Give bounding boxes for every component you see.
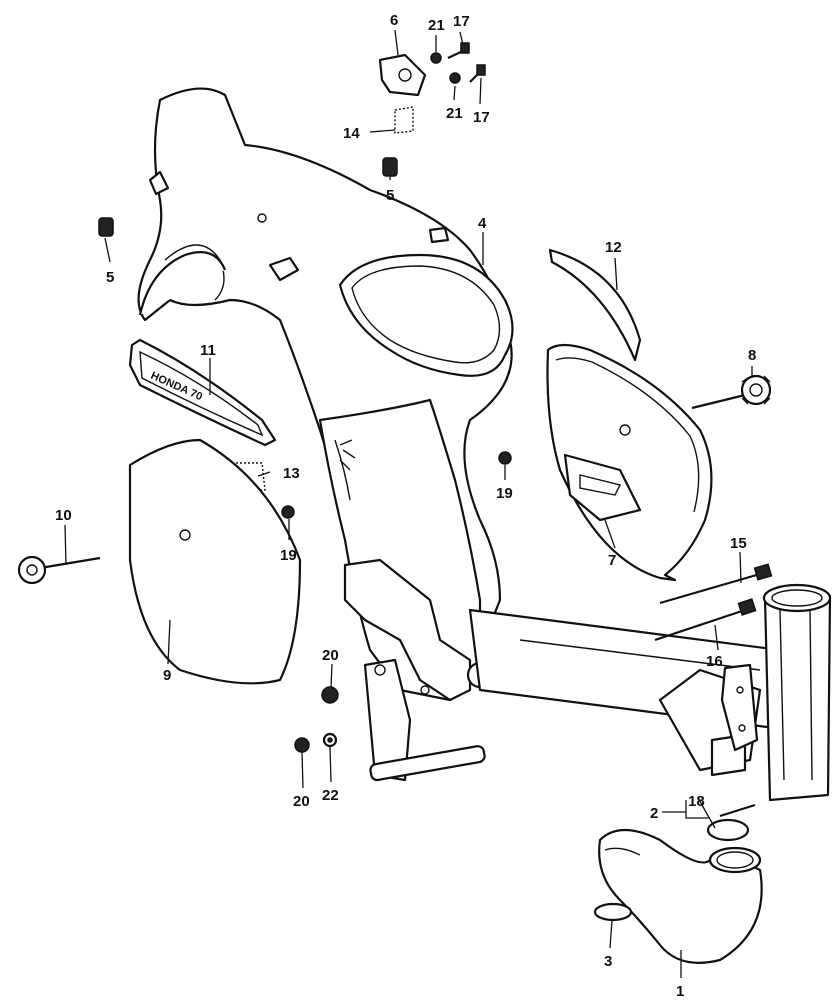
callout-6: 6: [390, 12, 398, 29]
callout-22: 22: [322, 787, 339, 804]
label-14: [394, 106, 414, 134]
bolt-17a: [447, 42, 470, 59]
callout-7: 7: [608, 552, 616, 569]
lock-bracket: [720, 663, 759, 752]
grommet-5b: [382, 157, 398, 177]
callout-13: 13: [283, 465, 300, 482]
nut-20b: [294, 737, 310, 753]
clip-3: [593, 902, 633, 922]
callout-15: 15: [730, 535, 747, 552]
callout-19: 19: [280, 547, 297, 564]
callout-21: 21: [446, 105, 463, 122]
callout-20: 20: [322, 647, 339, 664]
nut-20a: [321, 686, 339, 704]
callout-5: 5: [386, 187, 394, 204]
callout-16: 16: [706, 653, 723, 670]
band-2: [706, 803, 756, 842]
bolt-17b: [469, 64, 486, 83]
nut-19a: [498, 451, 512, 465]
side-cover-left: [128, 438, 302, 685]
callout-21: 21: [428, 17, 445, 34]
callout-5: 5: [106, 269, 114, 286]
bolt-16: [654, 598, 757, 642]
callout-19: 19: [496, 485, 513, 502]
callout-4: 4: [478, 215, 487, 232]
callout-2: 2: [650, 805, 658, 822]
callout-9: 9: [163, 667, 171, 684]
grommet-5a: [98, 217, 114, 237]
frame-body: [137, 87, 514, 782]
trim-strip-12: [548, 248, 642, 362]
callout-12: 12: [605, 239, 622, 256]
washer-22: [322, 732, 338, 748]
callout-14: 14: [343, 125, 360, 142]
callout-11: 11: [200, 342, 216, 359]
nut-21a: [430, 52, 442, 64]
callout-8: 8: [748, 347, 756, 364]
callout-17: 17: [473, 109, 490, 126]
callout-1: 1: [676, 983, 684, 1000]
leader-lines: [64, 29, 753, 978]
callout-labels: 6 21 17 21 17 14 5 5 4 12 11 8 13 19 19 …: [55, 12, 756, 1000]
nut-21b: [449, 72, 461, 84]
callout-3: 3: [604, 953, 612, 970]
callout-10: 10: [55, 507, 72, 524]
steering-head-pipe: [762, 583, 832, 802]
nut-19b: [281, 505, 295, 519]
knob-screw-8: [691, 374, 772, 410]
knob-screw-10: [17, 555, 101, 585]
side-cover-right: [546, 343, 713, 582]
clamp-6: [378, 53, 427, 97]
callout-18: 18: [688, 793, 705, 810]
intake-pipe-1: [598, 829, 763, 964]
callout-20: 20: [293, 793, 310, 810]
bolt-15: [659, 563, 773, 605]
callout-17: 17: [453, 13, 470, 30]
